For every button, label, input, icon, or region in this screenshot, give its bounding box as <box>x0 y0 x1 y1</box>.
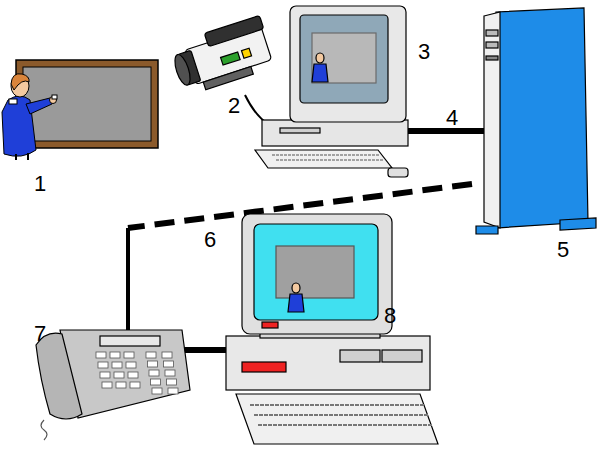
callout-number: 5 <box>557 239 569 261</box>
chalkboard <box>16 60 158 148</box>
telephone <box>36 330 190 440</box>
callout-number: 2 <box>228 95 240 117</box>
callout-number: 7 <box>34 323 46 345</box>
computer <box>226 214 438 444</box>
callout-number: 4 <box>446 107 458 129</box>
server-tower <box>476 8 596 234</box>
teacher-figure <box>2 74 57 160</box>
callout-number: 6 <box>204 229 216 251</box>
callout-number: 1 <box>34 173 46 195</box>
video-camera <box>168 15 276 96</box>
computer <box>255 6 408 177</box>
callout-number: 8 <box>384 305 396 327</box>
phone-line <box>128 184 472 350</box>
callout-number: 3 <box>418 41 430 63</box>
